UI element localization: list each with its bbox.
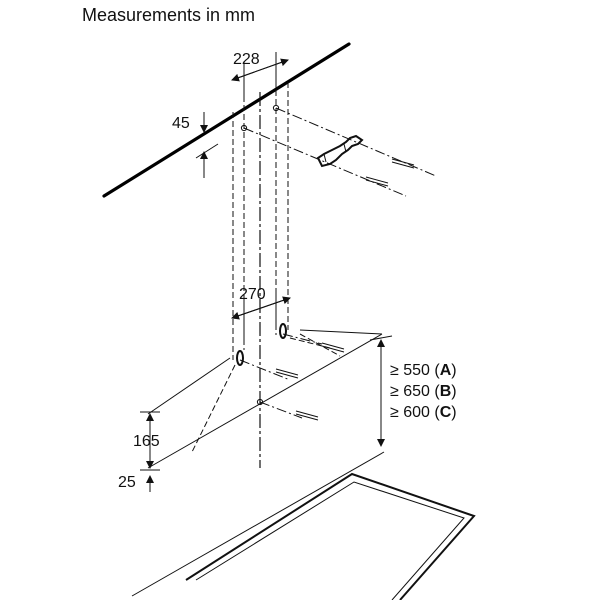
dim-45-label: 45 xyxy=(172,115,190,132)
dim-228-line-back xyxy=(231,59,289,82)
clearance-req-b: ≥ 650 (B) xyxy=(390,383,457,400)
lower-screw-2b xyxy=(275,368,299,376)
lower-screw-3 xyxy=(295,413,319,421)
svg-text:≥ 650 (B): ≥ 650 (B) xyxy=(390,383,457,400)
lower-screw-3b xyxy=(295,410,319,418)
hood-top-edge xyxy=(147,357,231,415)
diagram-title: Measurements in mm xyxy=(82,5,255,25)
lower-proj-2 xyxy=(259,401,303,419)
upper-screw-1 xyxy=(391,161,415,169)
lower-screw-1b xyxy=(321,342,345,350)
upper-hole-left xyxy=(240,124,248,132)
dim-270-line-back xyxy=(231,297,291,320)
lower-slot-right xyxy=(279,323,287,339)
cooktop-inner xyxy=(195,481,465,600)
upper-bracket-arm xyxy=(323,143,347,163)
dim-165-label: 165 xyxy=(133,433,160,450)
svg-text:≥ 600 (C): ≥ 600 (C) xyxy=(390,404,457,421)
upper-bracket xyxy=(316,134,364,168)
lower-proj-3 xyxy=(282,333,323,345)
lower-proj-1 xyxy=(239,359,291,381)
dim-45-ext xyxy=(195,143,219,159)
cooktop-back-edge xyxy=(131,451,385,597)
hood-dashed-right xyxy=(289,337,331,349)
hood-dashed-mid xyxy=(299,333,341,357)
lower-screw-1 xyxy=(321,345,345,353)
hood-bottom-edge xyxy=(147,333,383,469)
ceiling-edge xyxy=(102,42,351,198)
upper-screw-1b xyxy=(391,158,415,166)
hood-dashed-left xyxy=(191,364,236,453)
upper-proj-1 xyxy=(275,107,437,177)
dim-270-label: 270 xyxy=(239,286,266,303)
cooktop-outer xyxy=(185,472,476,600)
lower-screw-2 xyxy=(275,371,299,379)
upper-proj-2 xyxy=(243,127,407,197)
dim-228-label: 228 xyxy=(233,51,260,68)
upper-hole-right xyxy=(272,104,280,112)
lower-hole-center xyxy=(256,398,264,406)
clearance-req-a: ≥ 550 (A) xyxy=(390,362,457,379)
lower-slot-left xyxy=(236,350,244,366)
clearance-top-ext xyxy=(369,335,393,341)
upper-screw-2b xyxy=(365,176,389,184)
clearance-req-c: ≥ 600 (C) xyxy=(390,404,457,421)
hood-right-edge xyxy=(299,329,383,335)
upper-screw-2 xyxy=(365,179,389,187)
svg-text:≥ 550 (A): ≥ 550 (A) xyxy=(390,362,457,379)
dim-25-label: 25 xyxy=(118,474,136,491)
